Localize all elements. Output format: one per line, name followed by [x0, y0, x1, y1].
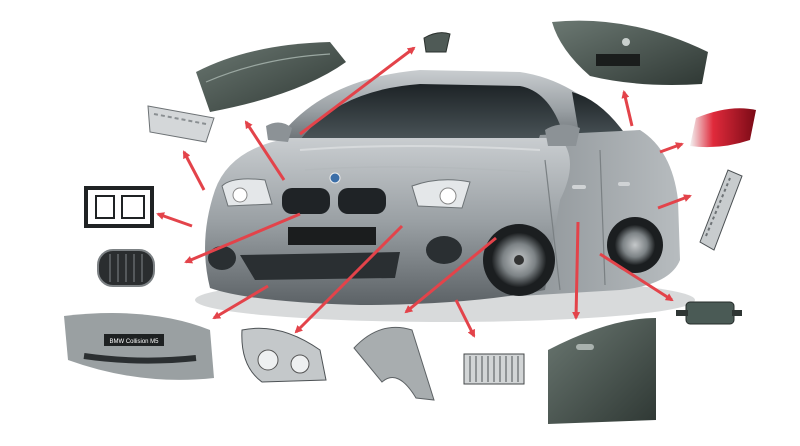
trunk-icon	[552, 20, 708, 85]
arrow-reinforcement	[657, 194, 692, 210]
mirror-icon	[423, 32, 451, 53]
arrow-door	[572, 221, 581, 320]
bumper-badge-text: BMW Collision M5	[109, 339, 159, 345]
license-plate	[288, 227, 376, 245]
muffler-icon	[676, 301, 742, 325]
bumper-icon: BMW Collision M5	[64, 313, 214, 380]
arrow-bumper	[212, 284, 269, 320]
arrow-radiator	[454, 299, 476, 338]
side-window	[572, 92, 628, 140]
car-grille-right	[338, 188, 386, 214]
windshield	[300, 84, 565, 140]
bracket-icon	[147, 105, 215, 143]
arrow-headlight	[294, 224, 404, 334]
radiator-support-icon	[84, 186, 154, 228]
arrow-grille	[184, 212, 301, 264]
car-body	[195, 70, 695, 322]
arrow-bracket	[182, 150, 206, 191]
headlight-icon	[241, 327, 327, 383]
arrow-radiator-support	[156, 212, 193, 228]
arrow-fender	[404, 236, 497, 314]
rear-wheel	[615, 225, 655, 265]
callout-arrows	[156, 46, 692, 338]
fender-icon	[353, 326, 435, 401]
hood-icon	[196, 42, 346, 112]
door-icon	[548, 318, 656, 424]
taillight-icon	[690, 108, 756, 148]
arrow-hood	[244, 120, 286, 181]
car-grille-left	[282, 188, 330, 214]
radiator-icon	[463, 353, 525, 385]
arrow-taillight	[659, 142, 684, 154]
car-mirror	[266, 122, 292, 142]
grille-icon	[97, 249, 155, 287]
arrow-trunk	[621, 90, 634, 127]
arrow-muffler	[599, 252, 674, 302]
reinforcement-icon	[699, 169, 743, 251]
badge	[329, 172, 341, 184]
arrow-mirror	[299, 46, 416, 136]
